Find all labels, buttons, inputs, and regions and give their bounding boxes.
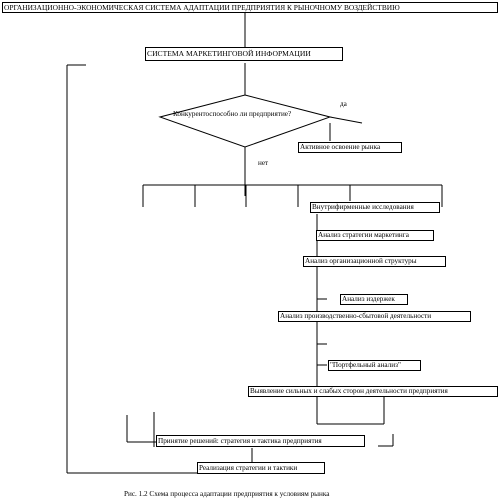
implementation-text: Реализация стратегии и тактики [199, 464, 298, 472]
implementation-box: Реализация стратегии и тактики [197, 462, 325, 474]
decision-diamond [158, 94, 332, 148]
analysis-step-1-text: Внутрифирменные исследования [312, 203, 414, 211]
connector-yes [329, 116, 363, 124]
decision-making-text: Принятие решений: стратегия и тактика пр… [158, 437, 322, 445]
analysis-step-2: Анализ стратегии маркетинга [316, 230, 434, 241]
analysis-step-1: Внутрифирменные исследования [310, 202, 440, 213]
analysis-step-6-text: "Портфельный анализ" [330, 361, 401, 369]
decision-question: Конкурентоспособно ли предприятие? [173, 110, 292, 118]
analysis-step-5-text: Анализ производственно-сбытовой деятельн… [280, 312, 432, 320]
active-market-box: Активное освоение рынка [298, 142, 402, 153]
top-title-text: ОРГАНИЗАЦИОННО-ЭКОНОМИЧЕСКАЯ СИСТЕМА АДА… [4, 3, 400, 12]
analysis-step-5: Анализ производственно-сбытовой деятельн… [278, 311, 471, 322]
analysis-step-3-text: Анализ организационной структуры [305, 257, 417, 265]
marketing-system-text: СИСТЕМА МАРКЕТИНГОВОЙ ИНФОРМАЦИИ [147, 49, 311, 58]
analysis-step-7-text: Выявление сильных и слабых сторон деятел… [250, 387, 448, 395]
no-label: нет [258, 159, 269, 167]
decision-making-box: Принятие решений: стратегия и тактика пр… [156, 435, 365, 447]
analysis-step-3: Анализ организационной структуры [303, 256, 446, 267]
yes-label: да [340, 100, 347, 108]
analysis-step-4-text: Анализ издержек [342, 295, 395, 303]
top-title-box: ОРГАНИЗАЦИОННО-ЭКОНОМИЧЕСКАЯ СИСТЕМА АДА… [2, 2, 498, 13]
analysis-step-4: Анализ издержек [340, 294, 408, 305]
analysis-step-2-text: Анализ стратегии маркетинга [318, 231, 409, 239]
marketing-system-box: СИСТЕМА МАРКЕТИНГОВОЙ ИНФОРМАЦИИ [145, 47, 343, 61]
active-market-text: Активное освоение рынка [300, 143, 381, 151]
analysis-step-6: "Портфельный анализ" [328, 360, 421, 371]
figure-caption: Рис. 1.2 Схема процесса адаптации предпр… [124, 490, 330, 498]
analysis-step-7: Выявление сильных и слабых сторон деятел… [248, 386, 498, 397]
